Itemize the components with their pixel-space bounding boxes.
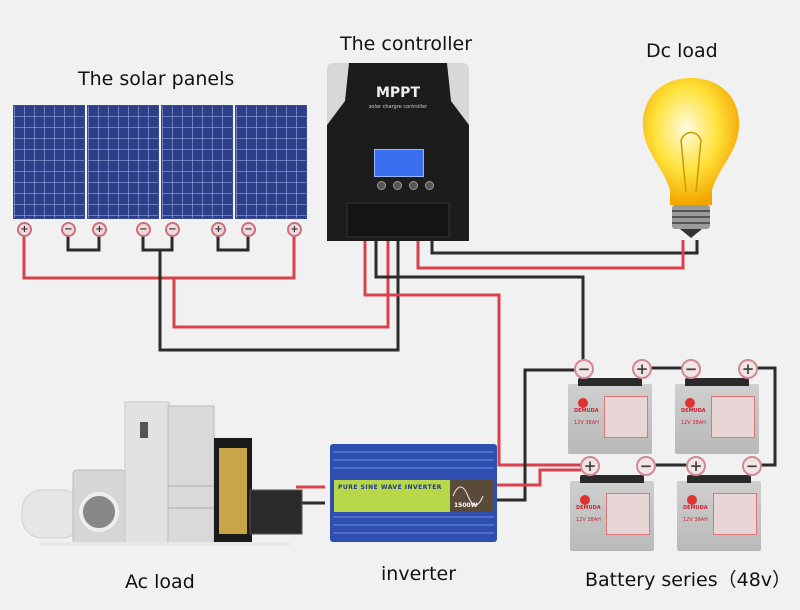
controller-lcd-screen (374, 149, 424, 177)
tv-icon (249, 489, 303, 535)
panel-positive-terminal: + (17, 222, 32, 237)
solar-panel (87, 105, 159, 219)
inverter-title: PURE SINE WAVE INVERTER (338, 484, 442, 491)
panel-positive-terminal: + (92, 222, 107, 237)
panel-negative-terminal: − (165, 222, 180, 237)
controller-label: The controller (340, 33, 473, 55)
battery-model: 12V 38AH (681, 420, 706, 426)
dc-load-label: Dc load (646, 40, 718, 62)
battery-brand: DEMUDA (576, 505, 601, 511)
battery: DEMUDA 12V 38AH (677, 475, 761, 551)
battery: DEMUDA 12V 38AH (568, 378, 652, 454)
solar-panels-label: The solar panels (78, 68, 235, 90)
inverter-label: inverter (381, 563, 457, 585)
battery-series-label: Battery series（48v） (585, 569, 792, 591)
panel-positive-terminal: + (287, 222, 302, 237)
solar-panel (13, 105, 85, 219)
panel-negative-terminal: − (61, 222, 76, 237)
panel-link-wire (66, 236, 101, 252)
battery-positive-wire (363, 240, 589, 467)
controller-buttons (377, 181, 434, 190)
ac-load-appliances (21, 401, 303, 546)
solar-panel (235, 105, 307, 219)
battery-negative-terminal: − (742, 456, 762, 476)
double-fridge-icon (167, 405, 215, 545)
ac-load-label: Ac load (125, 571, 195, 593)
panel-positive-to-controller (172, 240, 390, 329)
panel-link-wire (216, 236, 250, 252)
inverter-positive-wire (497, 468, 589, 487)
controller-esc-button[interactable] (425, 181, 434, 190)
battery-link-wire (748, 366, 777, 467)
battery-brand: DEMUDA (683, 505, 708, 511)
battery: DEMUDA 12V 38AH (570, 475, 654, 551)
battery-positive-terminal: + (738, 359, 758, 379)
solar-panel (161, 105, 233, 219)
controller-subtitle: solar chargre controller (368, 104, 428, 110)
inverter-power-rating: 1500W (454, 502, 478, 509)
controller-down-button[interactable] (409, 181, 418, 190)
dc-load-positive-wire (416, 240, 685, 270)
inverter-negative-wire (497, 368, 583, 502)
battery-negative-terminal: − (636, 456, 656, 476)
battery-negative-wire (374, 240, 585, 368)
battery-model: 12V 38AH (574, 420, 599, 426)
battery: DEMUDA 12V 38AH (675, 378, 759, 454)
controller-brand: MPPT (375, 85, 420, 101)
panel-positive-terminal: + (211, 222, 226, 237)
battery-negative-terminal: − (574, 359, 594, 379)
battery-positive-terminal: + (632, 359, 652, 379)
inverter-device: PURE SINE WAVE INVERTER 1500W (318, 442, 497, 544)
controller-up-button[interactable] (393, 181, 402, 190)
battery-positive-terminal: + (686, 456, 706, 476)
battery-model: 12V 38AH (576, 517, 601, 523)
battery-negative-terminal: − (681, 359, 701, 379)
panel-negative-to-controller (158, 240, 400, 352)
light-bulb-icon (642, 78, 740, 238)
controller-enter-button[interactable] (377, 181, 386, 190)
panel-negative-terminal: − (241, 222, 256, 237)
panel-negative-terminal: − (136, 222, 151, 237)
dc-load-negative-wire (430, 240, 699, 255)
battery-brand: DEMUDA (574, 408, 599, 414)
panel-link-wire (141, 236, 174, 252)
inverter-body (318, 444, 497, 542)
battery-brand: DEMUDA (681, 408, 706, 414)
battery-model: 12V 38AH (683, 517, 708, 523)
battery-positive-terminal: + (580, 456, 600, 476)
mppt-controller: MPPT solar chargre controller (327, 63, 469, 241)
